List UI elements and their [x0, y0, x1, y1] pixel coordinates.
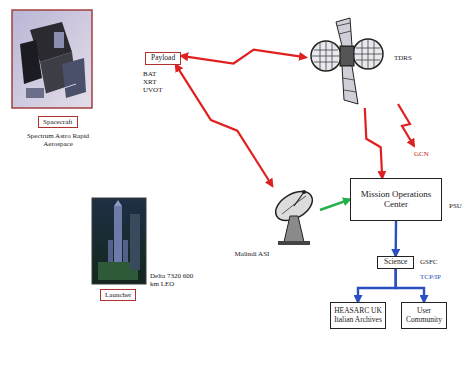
- connector-arrow: [395, 221, 398, 256]
- satellite-icon-graphic: [306, 16, 390, 108]
- manufacturer-label: Spectrum Astro Rapid Aerospace: [14, 132, 102, 148]
- part-label-box: Launcher: [100, 289, 136, 301]
- process-box: Mission Operations Center: [350, 178, 442, 221]
- connector-arrow: [358, 269, 396, 302]
- site-label: GSFC: [420, 258, 438, 266]
- protocol-label: TCP/IP: [420, 273, 441, 281]
- node-label: TDRS: [394, 54, 412, 62]
- connector-arrow: [181, 50, 306, 64]
- connector-arrow: [365, 108, 382, 178]
- box-text: Mission Operations Center: [354, 189, 438, 210]
- launcher-photo: [92, 198, 146, 284]
- connector-arrow: [176, 65, 273, 186]
- box-text: Payload: [151, 54, 175, 63]
- payload-box: Payload: [145, 52, 181, 65]
- launch-label: Delta 7320 600 km LEO: [150, 272, 198, 288]
- gcn-link: [398, 104, 414, 146]
- instrument-label: BAT XRT UVOT: [143, 70, 169, 94]
- box-text: Launcher: [105, 291, 131, 299]
- box-text: HEASARC UK Italian Archives: [333, 307, 383, 324]
- spacecraft-photo: [12, 10, 92, 108]
- archive-box: HEASARC UK Italian Archives: [330, 302, 386, 329]
- box-text: User Community: [404, 307, 444, 324]
- site-label: PSU: [449, 202, 462, 210]
- box-text: Spacecraft: [43, 118, 73, 126]
- connector-arrow: [320, 199, 350, 210]
- node-label: Malindi ASI: [232, 250, 272, 258]
- user-box: User Community: [401, 302, 447, 329]
- part-label-box: Spacecraft: [38, 116, 78, 128]
- ground-station-icon: Malindi ASI: [264, 186, 320, 246]
- box-text: Science: [384, 258, 407, 267]
- connector-arrow: [396, 269, 424, 302]
- satellite-icon: TDRS: [306, 16, 390, 108]
- network-label: GCN: [414, 150, 429, 158]
- ground-station-icon-graphic: [264, 186, 320, 246]
- process-box: Science: [377, 256, 414, 269]
